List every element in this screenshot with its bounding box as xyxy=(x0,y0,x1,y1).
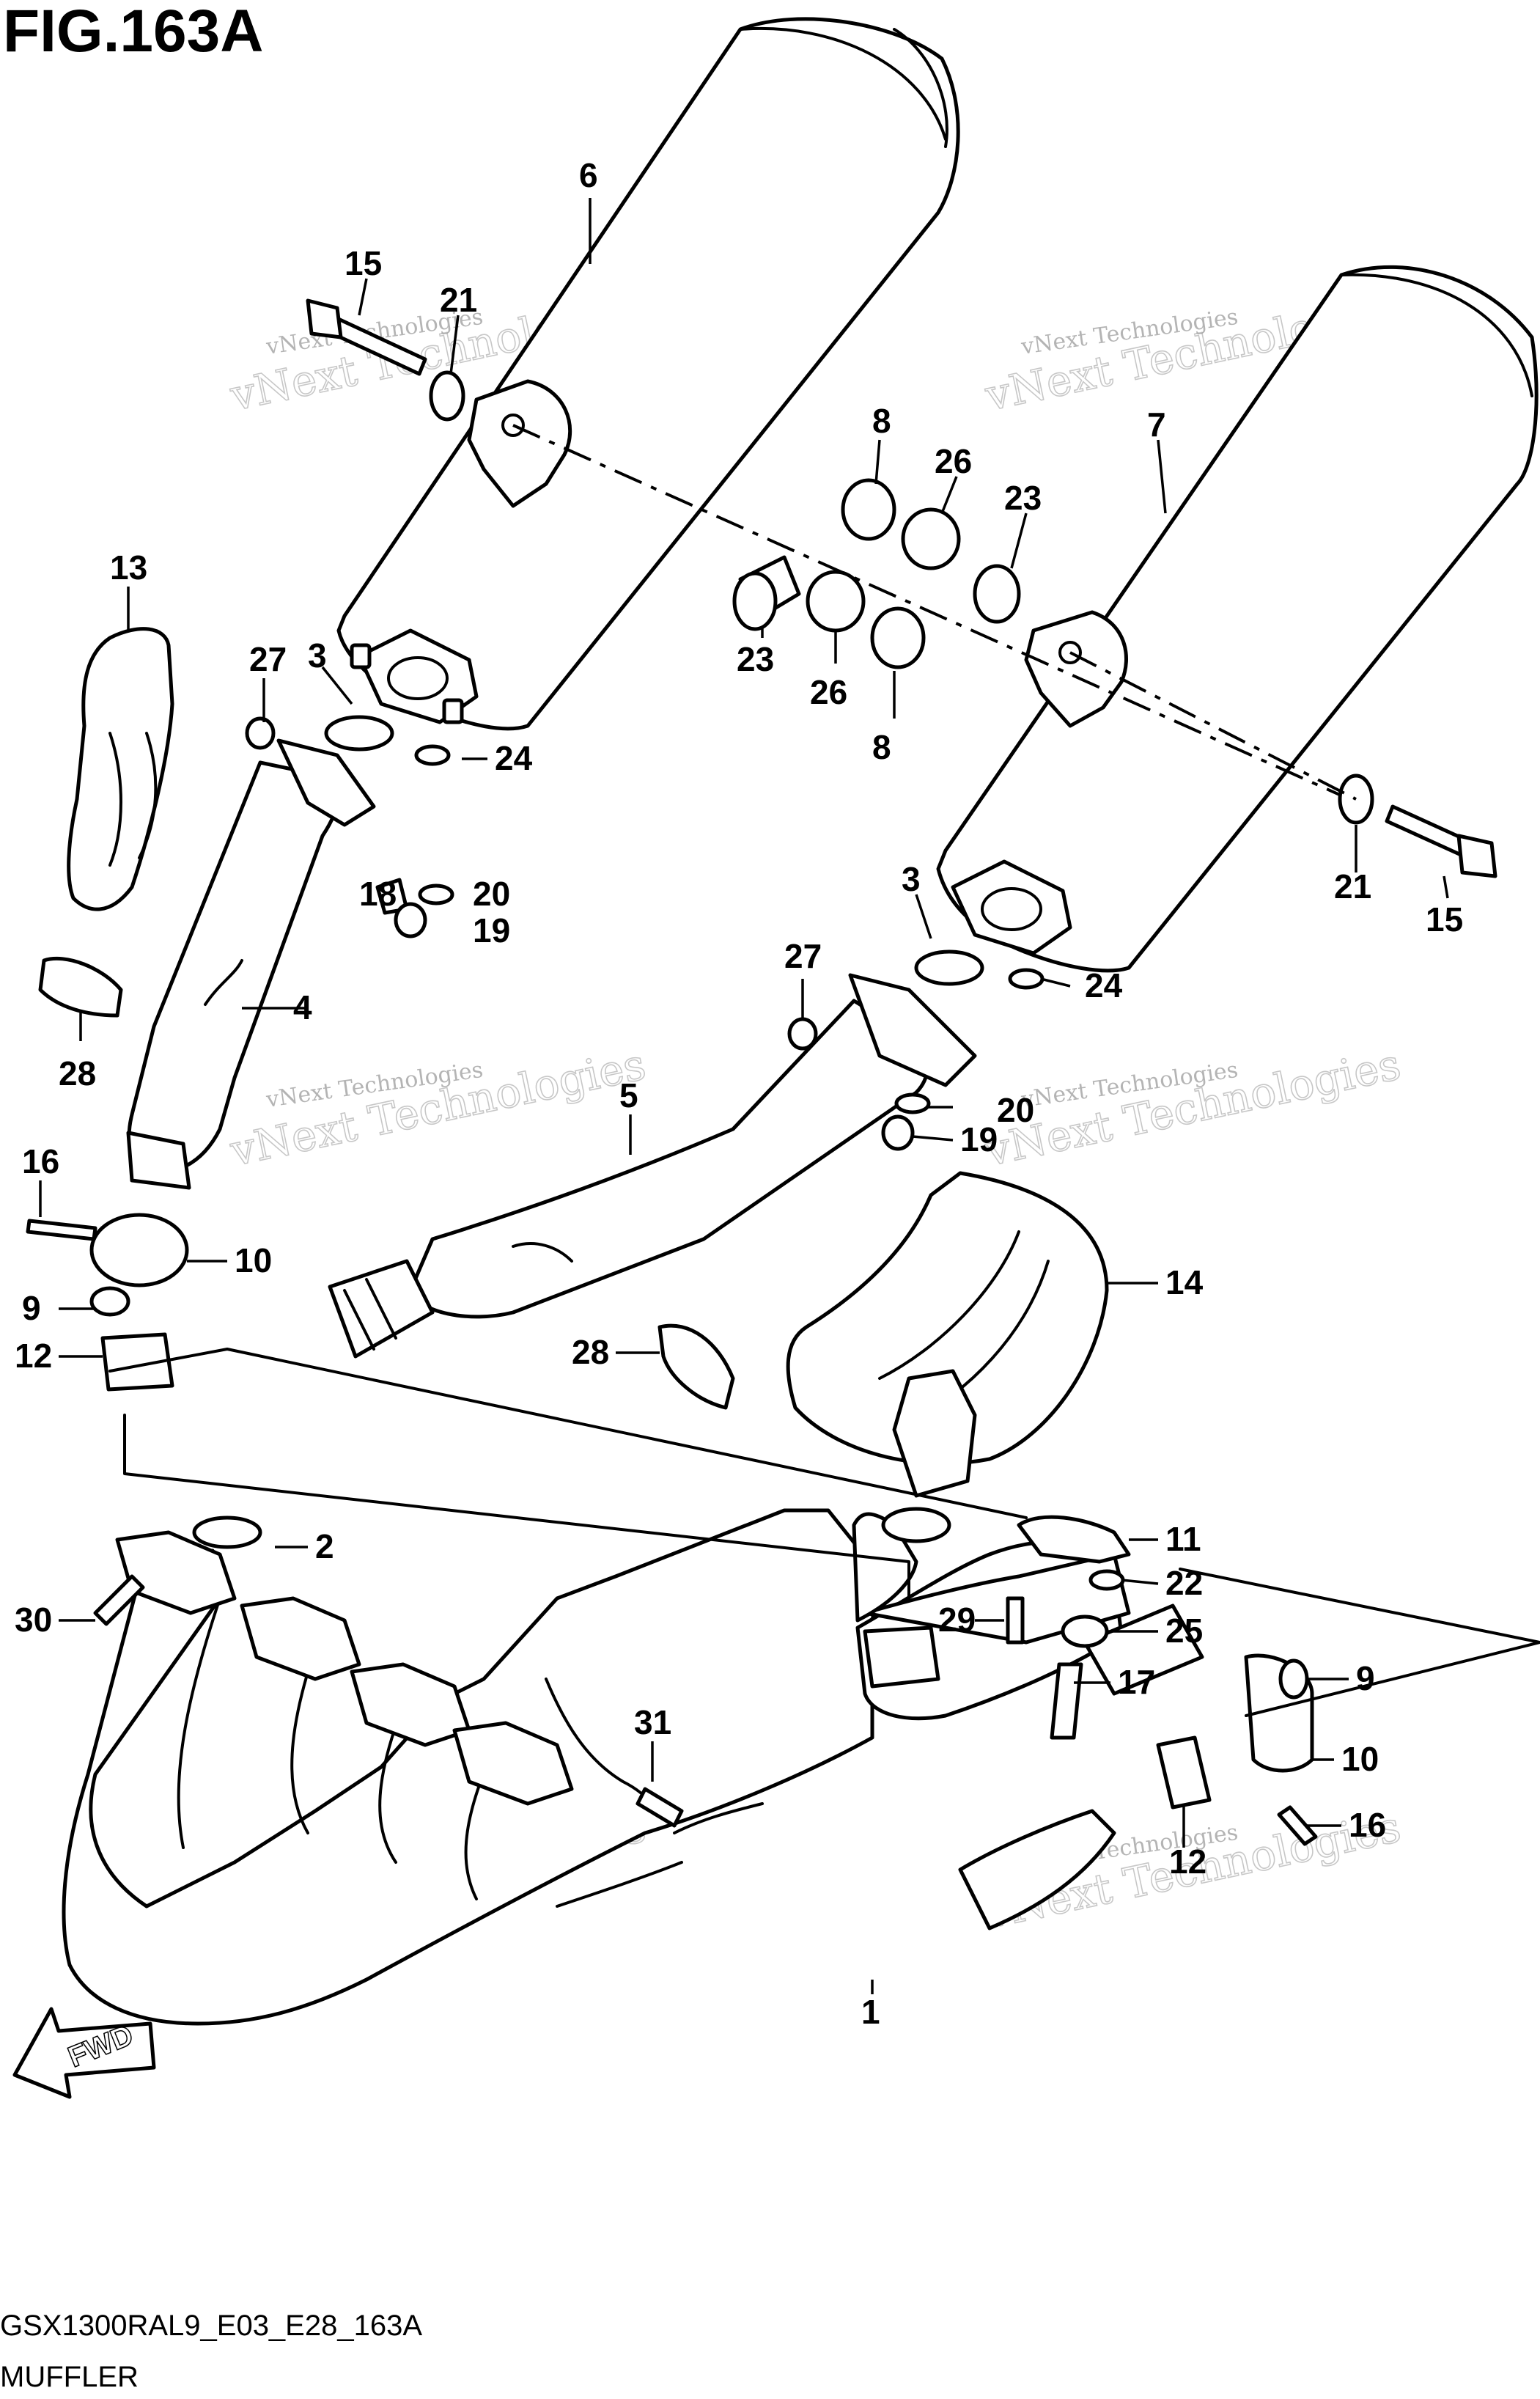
callout-27: 27 xyxy=(784,937,822,975)
callout-6: 6 xyxy=(579,156,598,194)
callout-27: 27 xyxy=(249,640,287,678)
mid-pipe-part-4 xyxy=(126,738,376,1190)
callout-12: 12 xyxy=(1169,1843,1206,1881)
heat-shield-part-13 xyxy=(67,627,174,911)
muffler-left-part-6 xyxy=(336,17,960,731)
callout-9: 9 xyxy=(22,1289,41,1327)
callout-5: 5 xyxy=(619,1076,638,1114)
callout-16: 16 xyxy=(1349,1806,1386,1844)
callout-15: 15 xyxy=(1426,900,1463,938)
callout-24: 24 xyxy=(1085,966,1123,1004)
callout-28: 28 xyxy=(572,1333,609,1371)
callout-3: 3 xyxy=(308,636,327,675)
model-code: GSX1300RAL9_E03_E28_163A xyxy=(0,2310,422,2342)
callout-31: 31 xyxy=(634,1703,671,1741)
callout-10: 10 xyxy=(235,1241,272,1279)
callout-8: 8 xyxy=(872,402,891,440)
callout-18: 18 xyxy=(359,875,397,913)
callout-28: 28 xyxy=(59,1054,96,1092)
callout-21: 21 xyxy=(1334,867,1371,905)
mid-pipe-part-5 xyxy=(328,973,977,1359)
callout-2: 2 xyxy=(315,1527,334,1565)
callout-20: 20 xyxy=(473,875,510,913)
callout-26: 26 xyxy=(810,673,847,711)
callout-21: 21 xyxy=(440,281,477,319)
hardware-parts xyxy=(26,298,1497,1846)
callout-17: 17 xyxy=(1118,1663,1155,1701)
callout-19: 19 xyxy=(960,1120,998,1158)
callout-10: 10 xyxy=(1341,1740,1379,1778)
callout-19: 19 xyxy=(473,911,510,949)
callout-25: 25 xyxy=(1165,1612,1203,1650)
exhaust-manifold-part-1 xyxy=(62,1369,1204,2026)
callout-20: 20 xyxy=(997,1091,1034,1129)
callout-24: 24 xyxy=(495,739,533,777)
callout-23: 23 xyxy=(1004,479,1042,517)
assembly-lines xyxy=(108,424,1540,1717)
callout-11: 11 xyxy=(1165,1520,1201,1558)
figure-title: FIG.163A xyxy=(3,0,263,65)
callout-12: 12 xyxy=(15,1337,52,1375)
callout-14: 14 xyxy=(1165,1263,1204,1301)
callout-15: 15 xyxy=(345,244,382,282)
callout-30: 30 xyxy=(15,1601,52,1639)
callout-13: 13 xyxy=(110,548,147,587)
callout-3: 3 xyxy=(902,860,921,898)
forward-arrow: FWD xyxy=(12,2007,156,2099)
callout-4: 4 xyxy=(293,988,312,1026)
callout-26: 26 xyxy=(935,442,972,480)
section-name: MUFFLER xyxy=(0,2361,139,2393)
callout-7: 7 xyxy=(1147,405,1166,444)
callout-numbers: 6 15 21 13 27 3 24 8 26 23 7 23 26 8 21 … xyxy=(15,156,1463,2031)
callout-8: 8 xyxy=(872,728,891,766)
callout-29: 29 xyxy=(938,1601,976,1639)
leader-lines xyxy=(39,198,1449,1994)
callout-1: 1 xyxy=(861,1993,880,2031)
callout-16: 16 xyxy=(22,1142,59,1180)
callout-22: 22 xyxy=(1165,1564,1203,1602)
muffler-right-part-7 xyxy=(936,265,1539,973)
callout-23: 23 xyxy=(737,640,774,678)
callout-9: 9 xyxy=(1356,1659,1375,1697)
